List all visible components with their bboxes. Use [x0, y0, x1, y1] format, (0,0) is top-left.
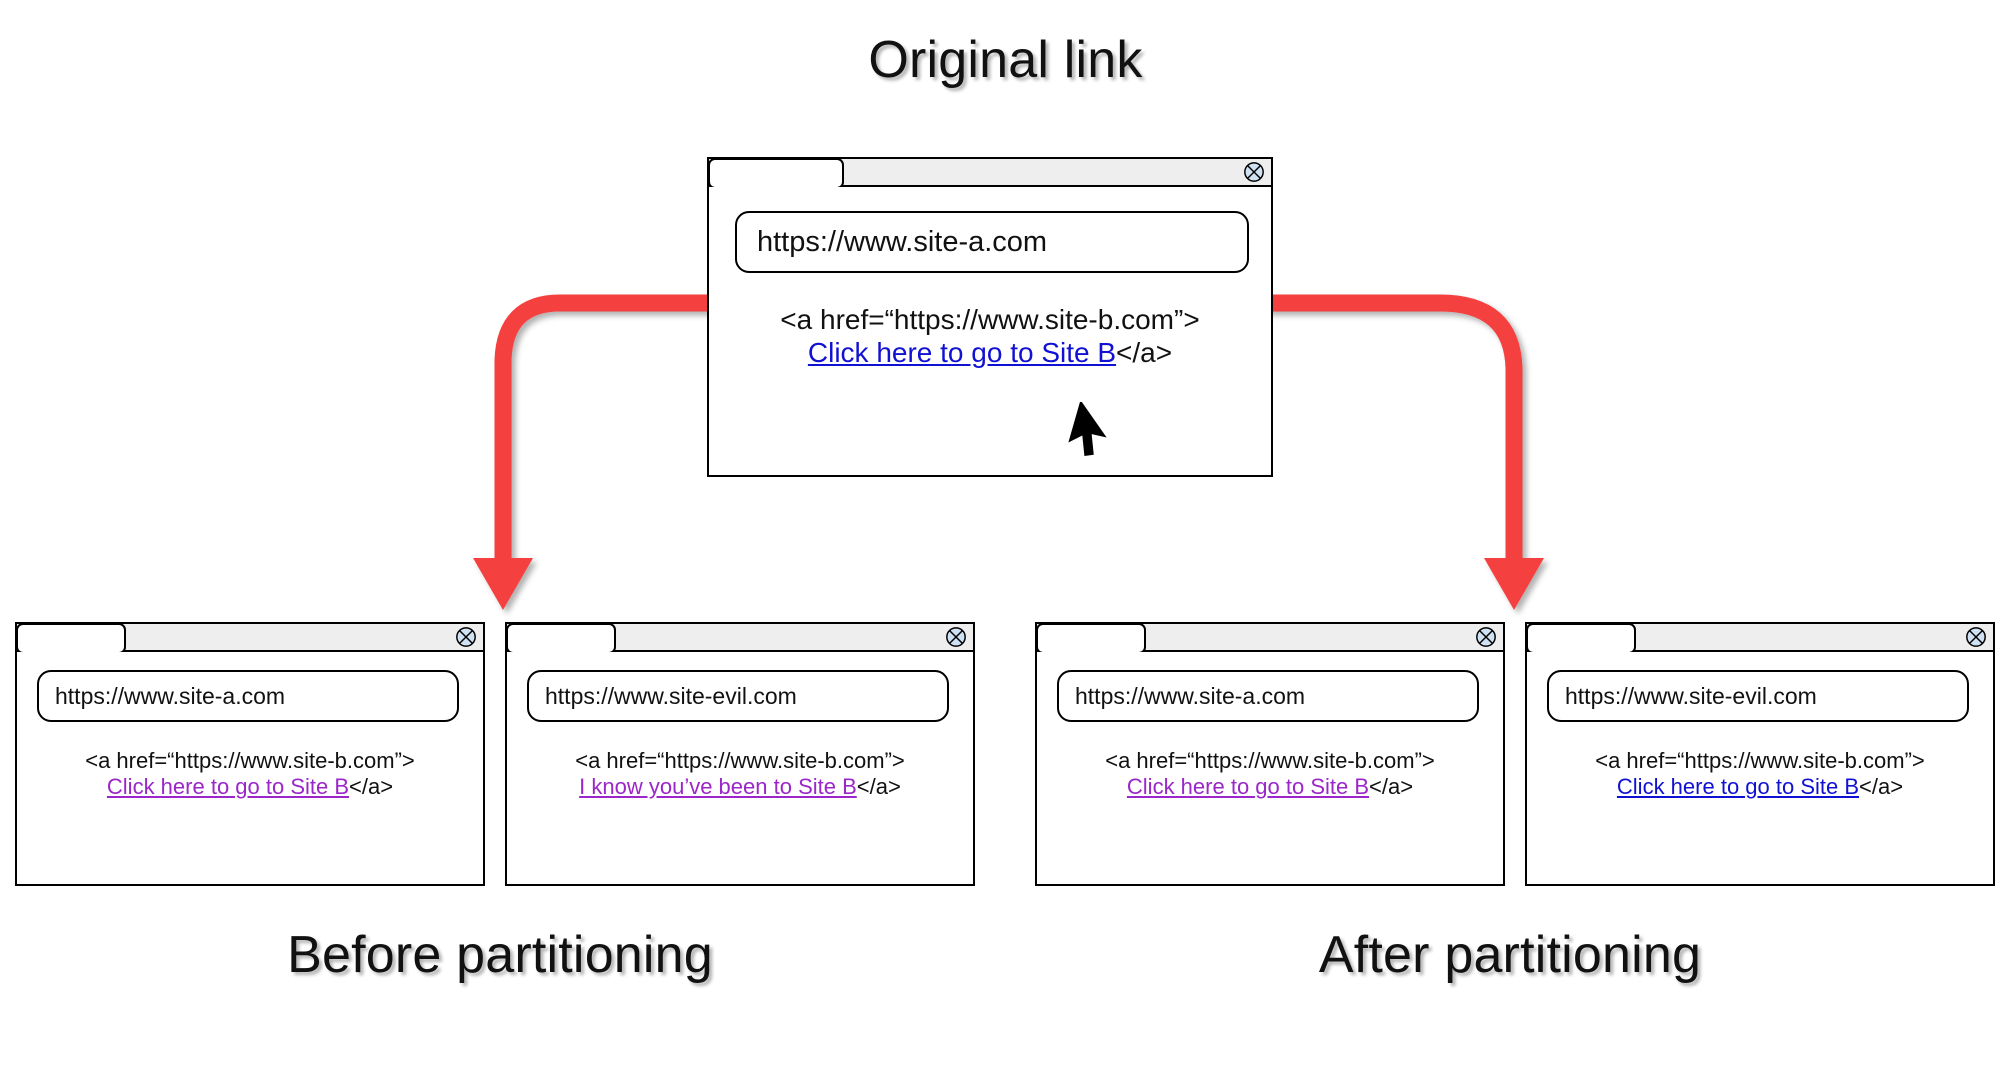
curved-arrow-down-left-icon [473, 294, 721, 610]
browser-tab[interactable] [1526, 623, 1636, 654]
close-icon[interactable] [1243, 161, 1265, 183]
close-icon[interactable] [455, 626, 477, 648]
after-partitioning-site-evil-window: https://www.site-evil.com <a href=“https… [1525, 622, 1995, 886]
url-text: https://www.site-a.com [1075, 682, 1306, 709]
site-b-link[interactable]: Click here to go to Site B [106, 773, 350, 799]
site-b-link[interactable]: Click here to go to Site B [1616, 773, 1860, 799]
anchor-markup-close: </a> [1859, 773, 1904, 799]
window-titlebar[interactable] [1525, 622, 1995, 654]
browser-tab[interactable] [708, 158, 844, 189]
page-content: <a href=“https://www.site-b.com”> Click … [17, 748, 483, 800]
section-label-after-partitioning: After partitioning [1318, 926, 1702, 984]
close-icon[interactable] [1965, 626, 1987, 648]
url-text: https://www.site-evil.com [1565, 682, 1817, 709]
anchor-markup-open: <a href=“https://www.site-b.com”> [1595, 748, 1925, 773]
window-titlebar[interactable] [15, 622, 485, 654]
page-content: <a href=“https://www.site-b.com”> Click … [1527, 748, 1993, 800]
anchor-line: Click here to go to Site B</a> [1527, 774, 1993, 800]
page-content: <a href=“https://www.site-b.com”> Click … [709, 303, 1271, 369]
anchor-markup-close: </a> [349, 773, 394, 799]
curved-arrow-down-right-icon [1261, 294, 1544, 610]
anchor-markup-close: </a> [1369, 773, 1414, 799]
url-bar[interactable]: https://www.site-a.com [1057, 670, 1479, 722]
anchor-line: Click here to go to Site B</a> [17, 774, 483, 800]
mouse-pointer-arrow-icon [1068, 402, 1107, 457]
before-partitioning-site-evil-window: https://www.site-evil.com <a href=“https… [505, 622, 975, 886]
anchor-markup-open: <a href=“https://www.site-b.com”> [575, 748, 905, 773]
window-titlebar[interactable] [1035, 622, 1505, 654]
site-b-link[interactable]: Click here to go to Site B [1126, 773, 1370, 799]
window-titlebar[interactable] [505, 622, 975, 654]
anchor-markup-close: </a> [1116, 337, 1173, 369]
page-content: <a href=“https://www.site-b.com”> I know… [507, 748, 973, 800]
window-titlebar[interactable] [707, 157, 1273, 189]
anchor-line: Click here to go to Site B</a> [709, 336, 1271, 369]
site-b-link[interactable]: Click here to go to Site B [807, 337, 1117, 369]
before-partitioning-site-a-window: https://www.site-a.com <a href=“https://… [15, 622, 485, 886]
anchor-line: Click here to go to Site B</a> [1037, 774, 1503, 800]
url-bar[interactable]: https://www.site-evil.com [1547, 670, 1969, 722]
close-icon[interactable] [1475, 626, 1497, 648]
url-text: https://www.site-evil.com [545, 682, 797, 709]
anchor-markup-close: </a> [856, 773, 901, 799]
section-label-before-partitioning: Before partitioning [287, 926, 713, 984]
browser-tab[interactable] [1036, 623, 1146, 654]
browser-tab[interactable] [506, 623, 616, 654]
after-partitioning-site-a-window: https://www.site-a.com <a href=“https://… [1035, 622, 1505, 886]
anchor-markup-open: <a href=“https://www.site-b.com”> [1105, 748, 1435, 773]
anchor-line: I know you’ve been to Site B</a> [507, 774, 973, 800]
url-bar[interactable]: https://www.site-a.com [37, 670, 459, 722]
page-content: <a href=“https://www.site-b.com”> Click … [1037, 748, 1503, 800]
page-title-original-link: Original link [868, 31, 1143, 89]
site-b-link[interactable]: I know you’ve been to Site B [579, 773, 857, 799]
url-text: https://www.site-a.com [55, 682, 286, 709]
url-bar[interactable]: https://www.site-a.com [735, 211, 1249, 273]
original-link-window: https://www.site-a.com <a href=“https://… [707, 157, 1273, 477]
window-body: https://www.site-a.com <a href=“https://… [15, 652, 485, 886]
window-body: https://www.site-evil.com <a href=“https… [1525, 652, 1995, 886]
close-icon[interactable] [945, 626, 967, 648]
window-body: https://www.site-evil.com <a href=“https… [505, 652, 975, 886]
anchor-markup-open: <a href=“https://www.site-b.com”> [85, 748, 415, 773]
browser-tab[interactable] [16, 623, 126, 654]
url-text: https://www.site-a.com [757, 225, 1048, 258]
window-body: https://www.site-a.com <a href=“https://… [707, 187, 1273, 477]
anchor-markup-open: <a href=“https://www.site-b.com”> [780, 304, 1200, 335]
window-body: https://www.site-a.com <a href=“https://… [1035, 652, 1505, 886]
url-bar[interactable]: https://www.site-evil.com [527, 670, 949, 722]
